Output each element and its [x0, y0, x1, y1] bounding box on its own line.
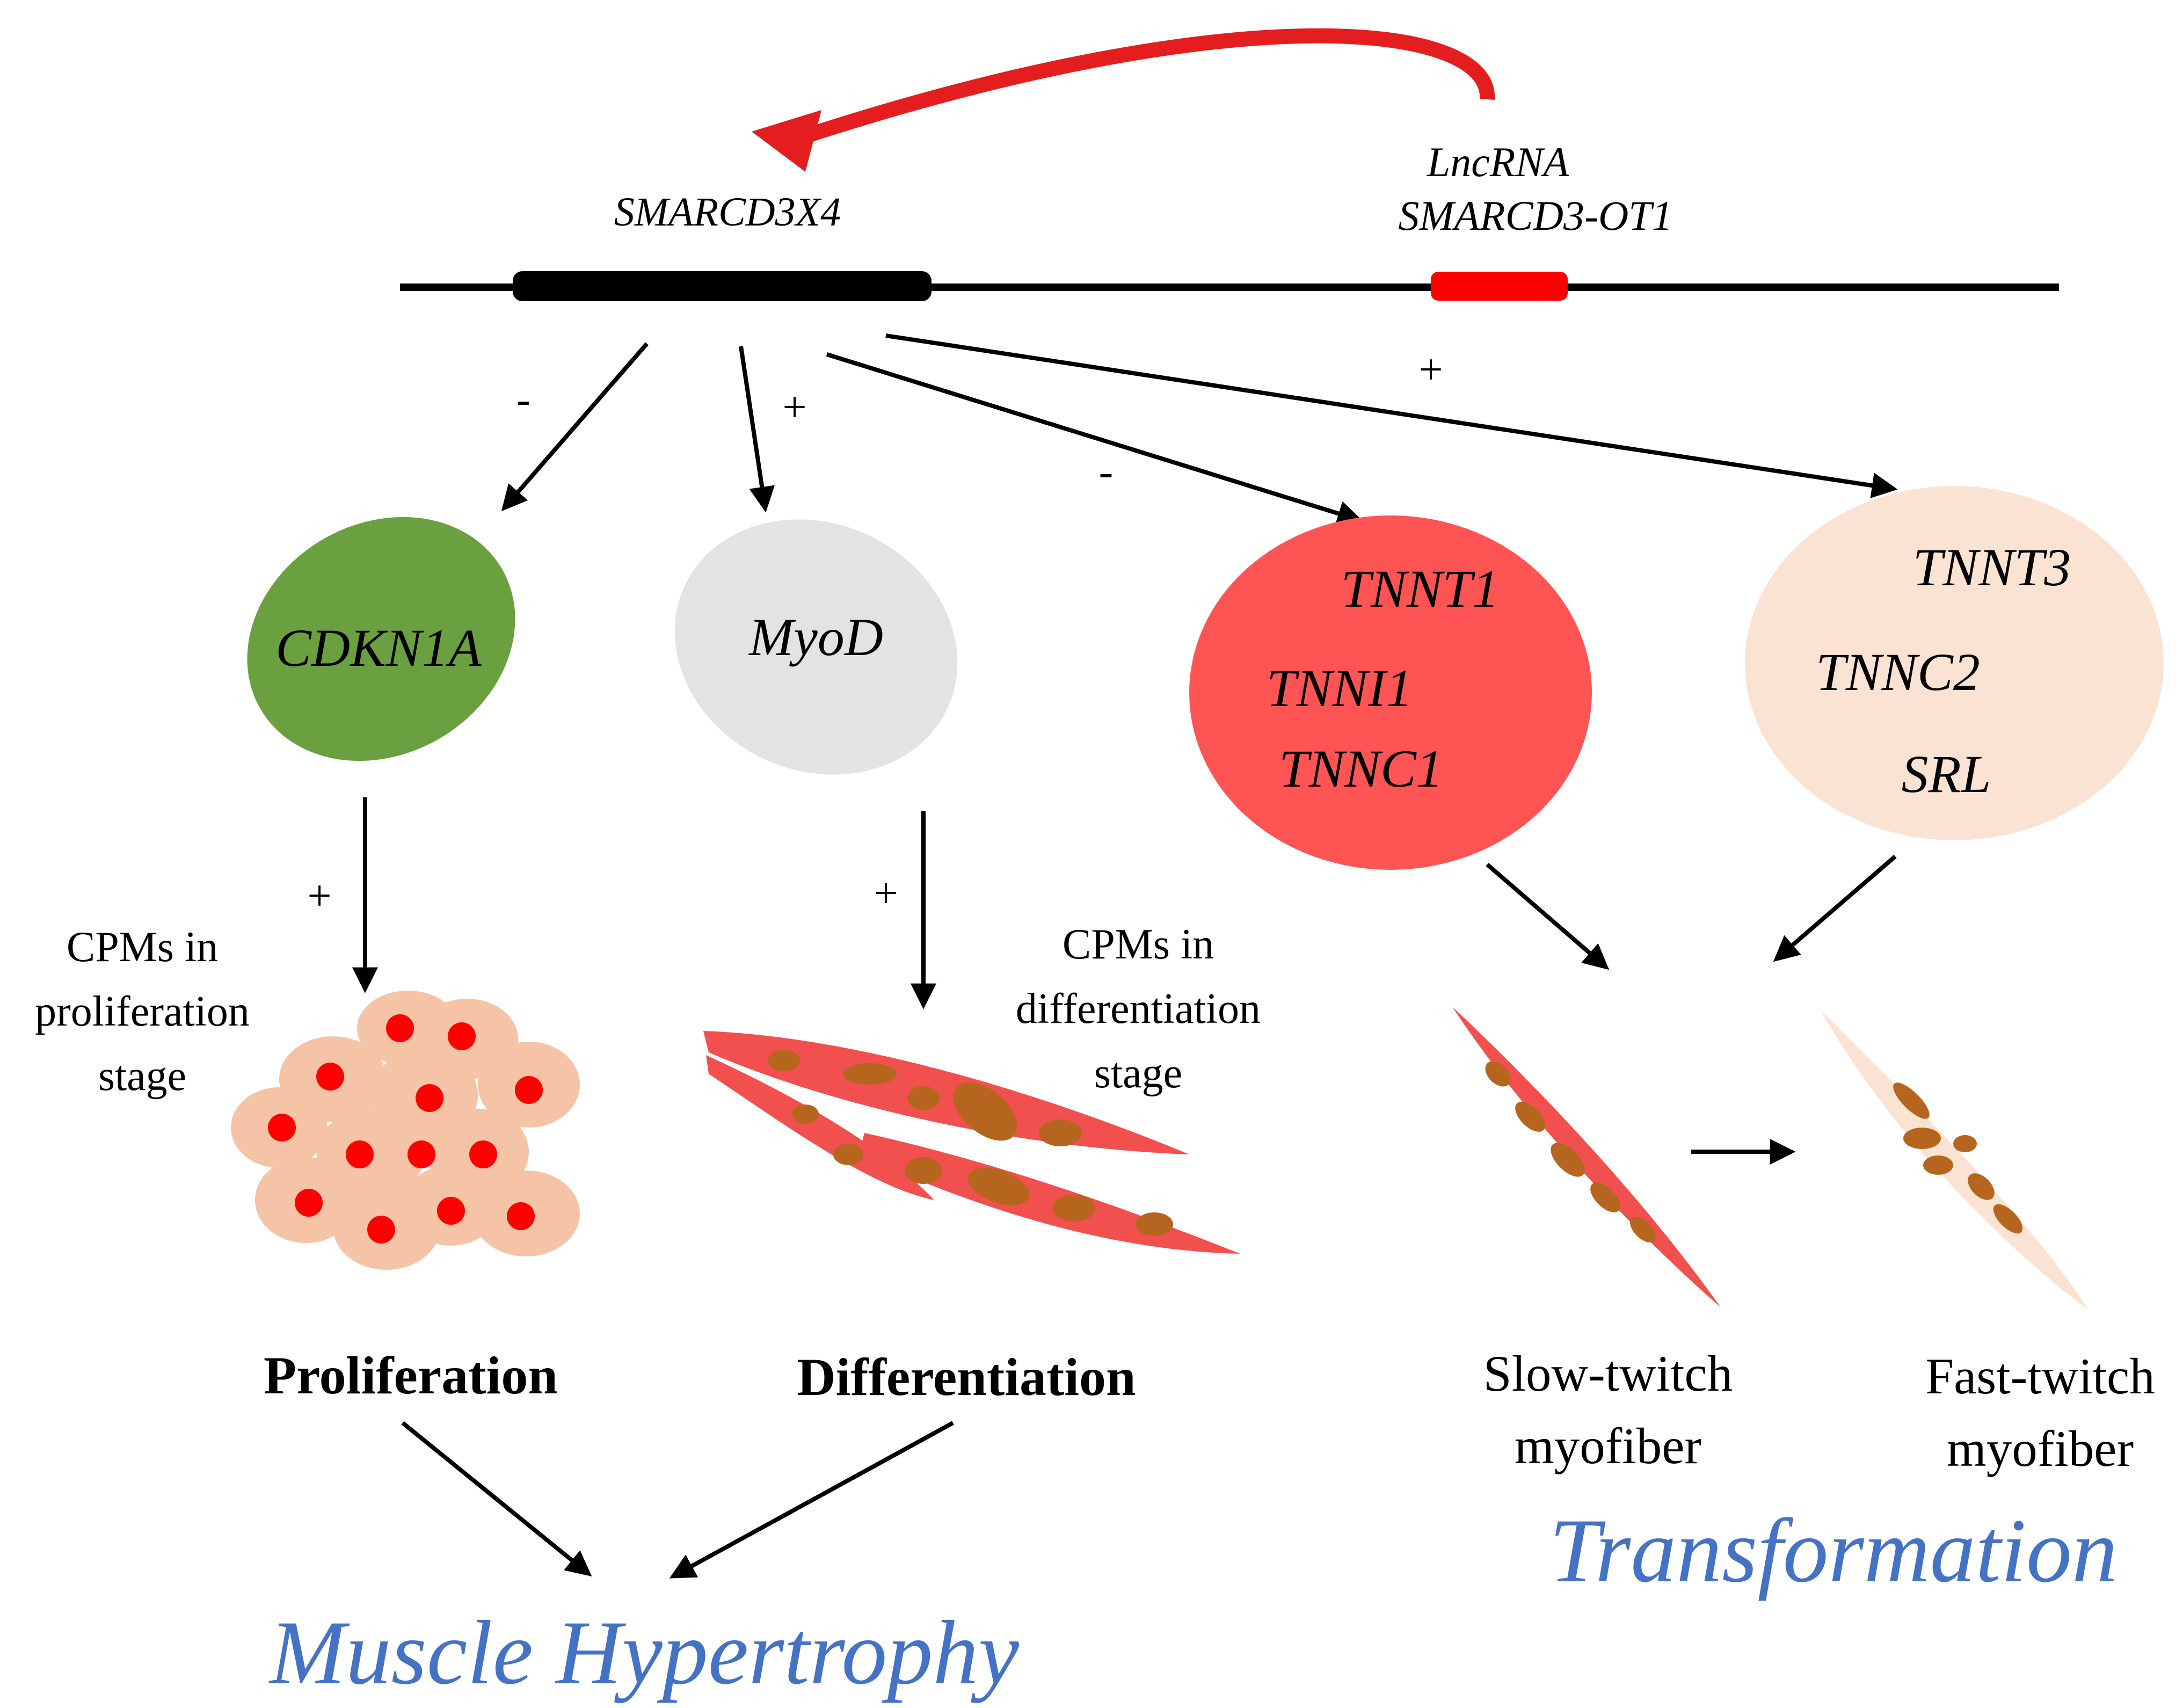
slow-fiber-label-1: Slow-twitch	[1483, 1345, 1733, 1402]
arrow-to-cdkn1a	[501, 342, 649, 512]
cdkn1a-label: CDKN1A	[275, 618, 482, 678]
slow-fiber-label-2: myofiber	[1515, 1418, 1701, 1474]
smarcd3x4-exon	[513, 271, 932, 301]
slow-twitch-myofiber-illustration	[1452, 1007, 1721, 1307]
lncrna-label: LncRNA	[1427, 139, 1569, 185]
lncrna-bar	[1431, 272, 1568, 301]
muscle-hypertrophy-title: Muscle Hypertrophy	[268, 1602, 1019, 1703]
lncrna-name-label: SMARCD3-OT1	[1398, 192, 1672, 239]
cdkn1a-node	[247, 517, 515, 761]
fast-fiber-label-2: myofiber	[1947, 1420, 2134, 1477]
slow-genes-node	[1189, 515, 1592, 870]
tnnt3-label: TNNT3	[1913, 537, 2071, 597]
cpm-prolif-label-1: CPMs in	[67, 924, 218, 971]
feedback-arrow	[792, 28, 1495, 147]
arrow-to-fast-genes	[885, 333, 1898, 498]
transformation-title: Transformation	[1549, 1500, 2117, 1601]
cpm-prolif-label-2: proliferation	[35, 988, 250, 1035]
myod-label: MyoD	[748, 607, 883, 667]
tnni1-label: TNNI1	[1267, 658, 1413, 718]
arrow-prolif-to-hypertrophy	[401, 1421, 592, 1577]
differentiating-myotubes-illustration	[703, 1031, 1240, 1254]
tnnt1-label: TNNT1	[1341, 559, 1500, 619]
sign-plus-myod: +	[782, 384, 806, 431]
fast-fiber-label-1: Fast-twitch	[1925, 1348, 2155, 1405]
sign-plus-diff: +	[874, 870, 898, 917]
tnnc2-label: TNNC2	[1816, 642, 1980, 702]
arrow-slow-to-fiber	[1486, 862, 1610, 970]
arrow-to-slow-genes	[826, 352, 1364, 526]
tnnc1-label: TNNC1	[1279, 739, 1443, 798]
sign-minus-slow: -	[1099, 448, 1114, 496]
feedback-arrowhead	[752, 110, 821, 172]
arrow-diff-to-hypertrophy	[669, 1421, 954, 1579]
smarcd3x4-label: SMARCD3X4	[614, 190, 841, 235]
sign-plus-prolif: +	[307, 873, 331, 920]
cpm-prolif-label-3: stage	[98, 1052, 186, 1100]
differentiation-label: Differentiation	[797, 1347, 1136, 1407]
myod-node	[674, 519, 958, 775]
cpm-diff-label-1: CPMs in	[1063, 921, 1214, 968]
sign-minus-cdkn1a: -	[516, 376, 531, 423]
sign-plus-fast: +	[1418, 346, 1443, 394]
cpm-diff-label-2: differentiation	[1016, 985, 1261, 1033]
proliferation-label: Proliferation	[264, 1346, 558, 1405]
arrow-fast-to-fiber	[1773, 854, 1897, 962]
cpm-diff-label-3: stage	[1094, 1050, 1182, 1097]
fast-twitch-myofiber-illustration	[1820, 1009, 2089, 1310]
arrow-to-myod	[739, 346, 775, 513]
fast-genes-node	[1745, 486, 2164, 840]
proliferating-cells-illustration	[231, 991, 580, 1270]
srl-label: SRL	[1902, 744, 1991, 804]
